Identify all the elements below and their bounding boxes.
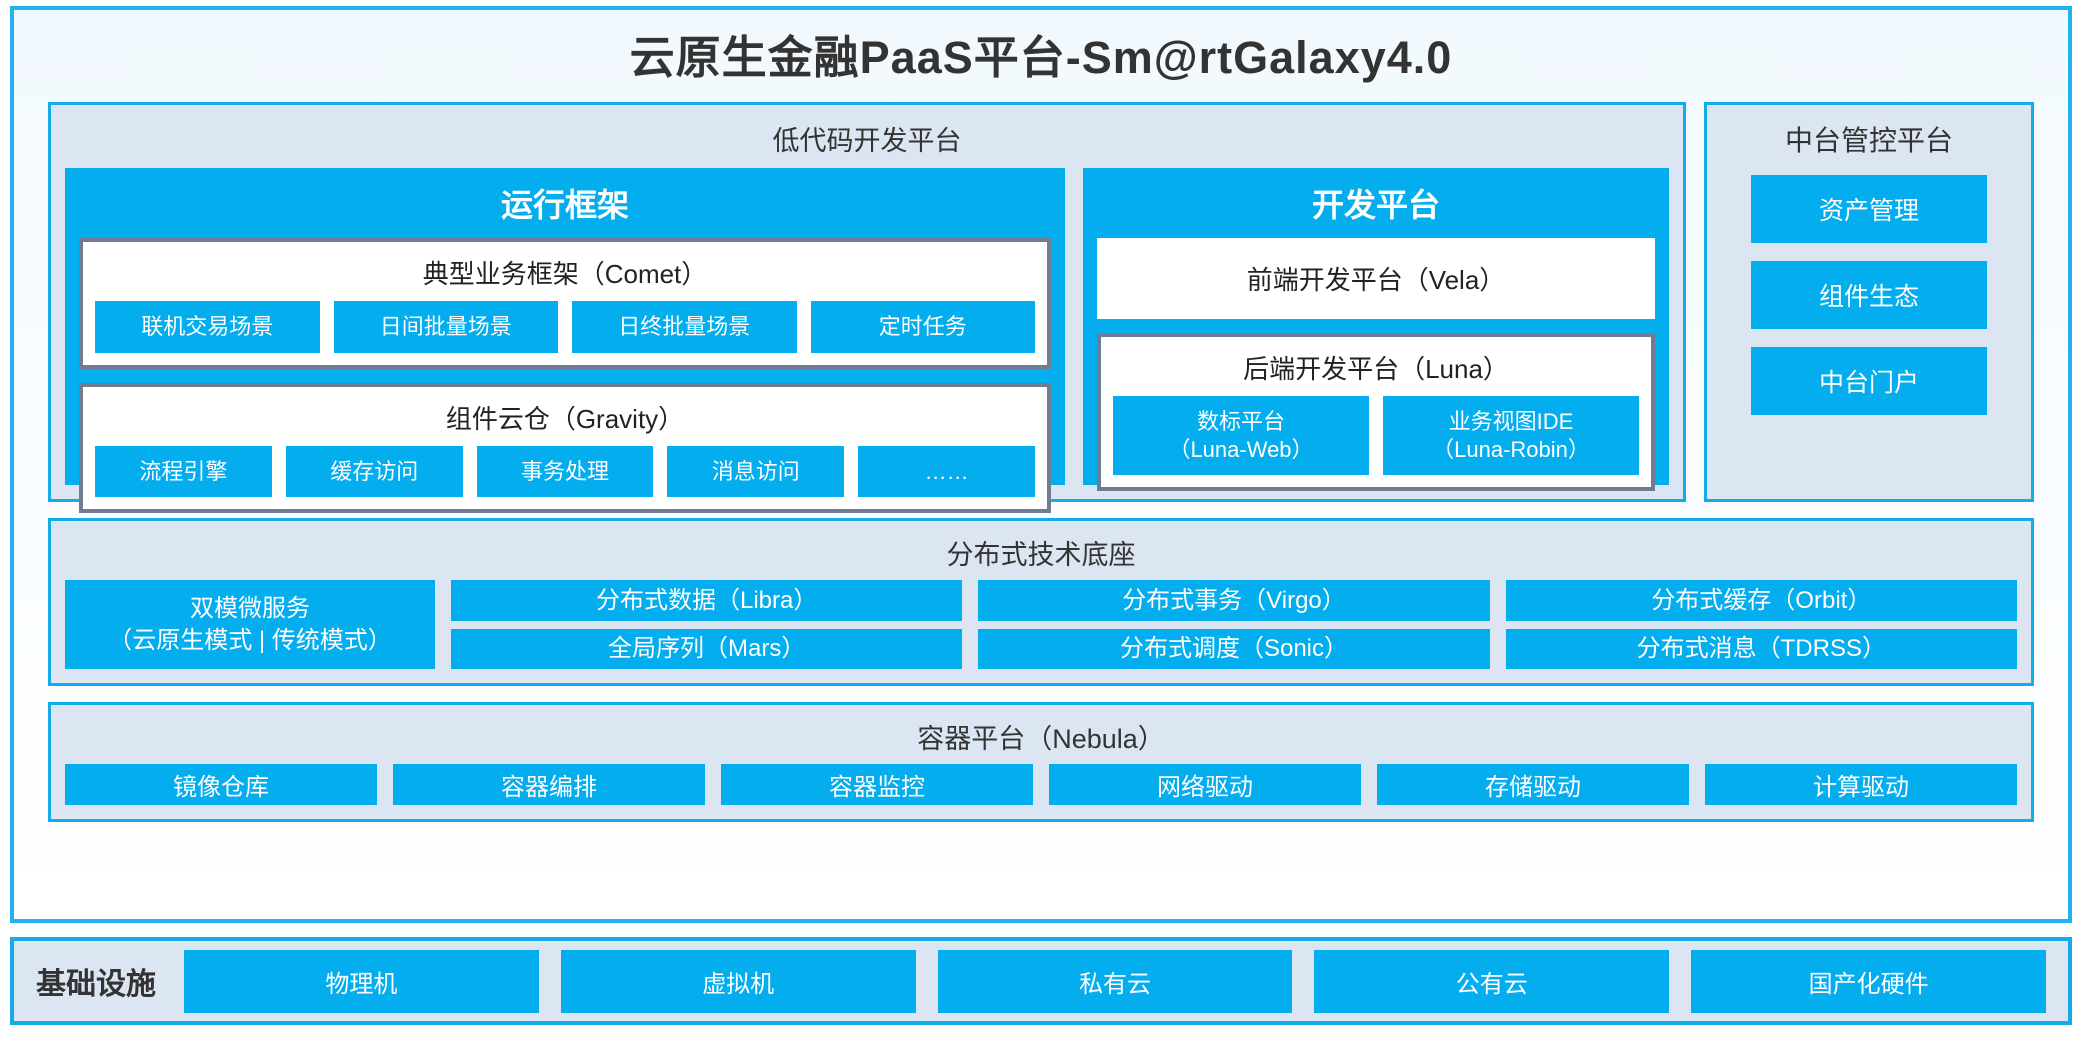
luna-chip-row: 数标平台 （Luna-Web） 业务视图IDE （Luna-Robin） [1113,396,1639,475]
luna-title: 后端开发平台（Luna） [1243,354,1509,384]
tech-base-column: 分布式数据（Libra） 全局序列（Mars） [451,580,963,669]
tech-base-wide-column: 双模微服务 （云原生模式 | 传统模式） [65,580,435,669]
comet-chip[interactable]: 日间批量场景 [333,301,558,353]
container-cell[interactable]: 容器编排 [393,764,705,805]
comet-title: 典型业务框架（Comet） [422,259,708,289]
luna-web-chip[interactable]: 数标平台 （Luna-Web） [1113,396,1369,475]
tech-base-panel: 分布式技术底座 双模微服务 （云原生模式 | 传统模式） 分布式数据（Libra… [48,518,2034,686]
tech-base-grid: 双模微服务 （云原生模式 | 传统模式） 分布式数据（Libra） 全局序列（M… [65,580,2017,669]
container-platform-title: 容器平台（Nebula） [917,724,1165,754]
management-item[interactable]: 资产管理 [1751,175,1987,243]
lowcode-platform-panel: 低代码开发平台 运行框架 典型业务框架（Comet） 联机交易场景 日间批量场景… [48,102,1686,513]
gravity-chip[interactable]: 流程引擎 [95,445,272,497]
tech-base-cell[interactable]: 分布式缓存（Orbit） [1505,580,2017,621]
infrastructure-cell[interactable]: 虚拟机 [560,949,916,1013]
tech-base-cell[interactable]: 分布式数据（Libra） [451,580,963,621]
infrastructure-cell[interactable]: 物理机 [184,949,539,1013]
infrastructure-bar: 基础设施 物理机 虚拟机 私有云 公有云 国产化硬件 [10,937,2072,1025]
luna-robin-line1: 业务视图IDE [1448,409,1574,434]
container-cell[interactable]: 存储驱动 [1377,764,1689,805]
management-item-list: 资产管理 组件生态 中台门户 [1721,175,2017,415]
comet-chip[interactable]: 定时任务 [810,301,1035,353]
dual-mode-microservice-cell[interactable]: 双模微服务 （云原生模式 | 传统模式） [65,580,435,669]
lowcode-platform-title: 低代码开发平台 [772,126,962,156]
development-platform-card: 开发平台 前端开发平台（Vela） 后端开发平台（Luna） 数标平台 （Lun… [1083,168,1669,491]
dual-mode-line2: （云原生模式 | 传统模式） [108,626,392,654]
tech-base-cell[interactable]: 分布式事务（Virgo） [978,580,1490,621]
gravity-chip[interactable]: 消息访问 [667,445,845,497]
gravity-chip[interactable]: 事务处理 [476,445,654,497]
gravity-chip[interactable]: 缓存访问 [285,445,463,497]
vela-frontend-platform[interactable]: 前端开发平台（Vela） [1097,238,1655,319]
development-platform-title: 开发平台 [1311,187,1440,223]
dual-mode-line1: 双模微服务 [190,595,310,623]
container-cell[interactable]: 计算驱动 [1705,764,2017,805]
page-title: 云原生金融PaaS平台-Sm@rtGalaxy4.0 [629,32,1453,83]
management-platform-title: 中台管控平台 [1784,125,1953,156]
luna-robin-line2: （Luna-Robin） [1432,436,1590,462]
infrastructure-cell[interactable]: 公有云 [1314,949,1670,1013]
tech-base-title: 分布式技术底座 [946,540,1136,570]
tech-base-cell[interactable]: 全局序列（Mars） [451,628,963,669]
comet-chip[interactable]: 联机交易场景 [95,301,320,353]
luna-web-line1: 数标平台 [1196,409,1285,434]
comet-chip-row: 联机交易场景 日间批量场景 日终批量场景 定时任务 [95,301,1035,353]
tech-base-column: 分布式缓存（Orbit） 分布式消息（TDRSS） [1505,580,2017,669]
container-cell[interactable]: 网络驱动 [1049,764,1361,805]
tech-base-column: 分布式事务（Virgo） 分布式调度（Sonic） [978,580,1490,669]
runtime-framework-title: 运行框架 [500,187,629,223]
container-cell[interactable]: 镜像仓库 [65,764,377,805]
container-cell[interactable]: 容器监控 [721,764,1033,805]
lowcode-body: 运行框架 典型业务框架（Comet） 联机交易场景 日间批量场景 日终批量场景 … [65,168,1669,513]
infrastructure-label: 基础设施 [36,968,156,1001]
gravity-chip-more[interactable]: …… [858,445,1035,497]
gravity-title: 组件云仓（Gravity） [445,403,685,434]
infrastructure-cells: 物理机 虚拟机 私有云 公有云 国产化硬件 [184,949,2046,1013]
management-platform-panel: 中台管控平台 资产管理 组件生态 中台门户 [1704,102,2034,502]
management-item[interactable]: 组件生态 [1751,261,1987,329]
luna-box: 后端开发平台（Luna） 数标平台 （Luna-Web） 业务视图IDE （Lu… [1097,333,1655,491]
infrastructure-cell[interactable]: 私有云 [937,949,1293,1013]
luna-web-line2: （Luna-Web） [1168,436,1314,462]
container-platform-row: 镜像仓库 容器编排 容器监控 网络驱动 存储驱动 计算驱动 [65,764,2017,805]
comet-chip[interactable]: 日终批量场景 [572,301,797,353]
runtime-framework-card: 运行框架 典型业务框架（Comet） 联机交易场景 日间批量场景 日终批量场景 … [65,168,1065,513]
gravity-chip-row: 流程引擎 缓存访问 事务处理 消息访问 …… [95,445,1035,497]
management-item[interactable]: 中台门户 [1751,347,1987,415]
platform-main-card: 云原生金融PaaS平台-Sm@rtGalaxy4.0 低代码开发平台 运行框架 … [10,6,2072,923]
top-row: 低代码开发平台 运行框架 典型业务框架（Comet） 联机交易场景 日间批量场景… [48,102,2034,513]
container-platform-panel: 容器平台（Nebula） 镜像仓库 容器编排 容器监控 网络驱动 存储驱动 计算… [48,702,2034,822]
gravity-box: 组件云仓（Gravity） 流程引擎 缓存访问 事务处理 消息访问 …… [79,382,1051,513]
tech-base-cell[interactable]: 分布式消息（TDRSS） [1505,628,2017,669]
tech-base-cell[interactable]: 分布式调度（Sonic） [978,628,1490,669]
infrastructure-cell[interactable]: 国产化硬件 [1691,949,2046,1013]
luna-robin-chip[interactable]: 业务视图IDE （Luna-Robin） [1383,396,1639,475]
comet-box: 典型业务框架（Comet） 联机交易场景 日间批量场景 日终批量场景 定时任务 [79,238,1051,369]
